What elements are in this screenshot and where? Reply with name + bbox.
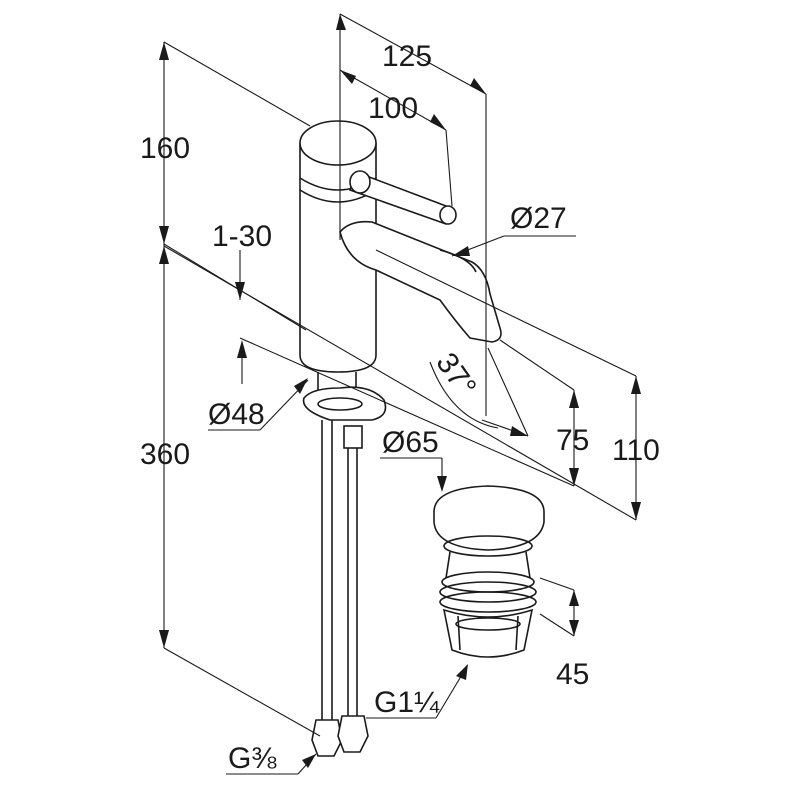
spout-height-label: 75 — [556, 424, 589, 457]
height-upper-label: 160 — [140, 132, 190, 165]
body-diameter-label: Ø48 — [208, 398, 265, 431]
outlet-height-label: 110 — [612, 434, 660, 467]
spout-angle-label: 37° — [429, 347, 482, 403]
dimension-lines — [159, 13, 641, 775]
height-lower-label: 360 — [140, 438, 190, 471]
drain-height-label: 45 — [556, 658, 589, 691]
width-total-label: 125 — [382, 40, 432, 73]
drain-valve — [433, 485, 545, 658]
hose-thread-label: G⅜ — [228, 742, 277, 775]
width-spout-label: 100 — [368, 92, 418, 125]
drain-thread-label: G1¼ — [374, 686, 440, 719]
drain-diameter-label: Ø65 — [382, 426, 439, 459]
spout-diameter-label: Ø27 — [510, 202, 567, 235]
dimension-labels: 125 100 160 360 1-30 Ø48 Ø27 37° 75 110 … — [140, 40, 660, 775]
plate-thickness-label: 1-30 — [212, 220, 272, 253]
